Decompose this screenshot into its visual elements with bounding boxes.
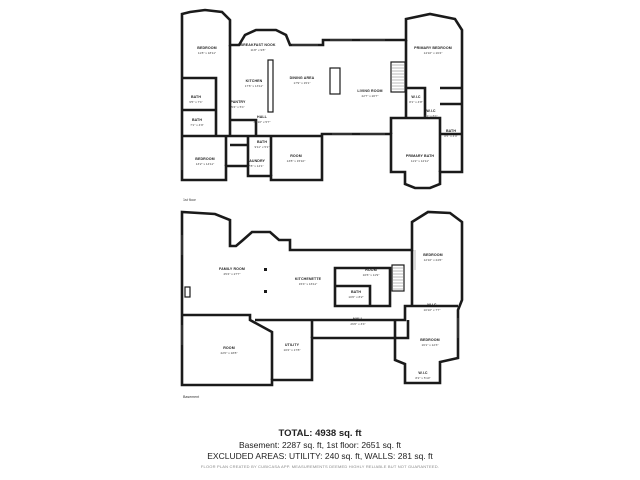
room-label: BEDROOM: [197, 46, 216, 50]
room-dims: 37'10" x 5'7": [254, 120, 271, 124]
room-label: BATH: [191, 95, 201, 99]
room-label: BREAKFAST NOOK: [240, 43, 275, 47]
room-dims: 17'6" x 13'11": [245, 84, 263, 88]
room-dims: 8'5" x 4'9": [444, 134, 458, 138]
room-dims: 7'1" x 4'9": [190, 123, 204, 127]
room-dims: 8'2" x 5'10": [415, 376, 430, 380]
room-label: W.I.C: [427, 303, 437, 307]
room-label: PANTRY: [231, 100, 246, 104]
room-dims: 8'1" x 4'8": [409, 100, 423, 104]
room-label: W.I.C: [411, 95, 421, 99]
room-dims: 15'4" x 16'11": [299, 282, 317, 286]
basement-interior-walls: [182, 250, 458, 380]
room-label: HALL: [353, 317, 364, 321]
room-label: BATH: [446, 129, 456, 133]
total-label: TOTAL:: [278, 428, 313, 439]
disclaimer: FLOOR PLAN CREATED BY CUBICASA APP. MEAS…: [200, 464, 440, 469]
room-dims: 7'8" x 14'1": [248, 164, 263, 168]
room-label: W.I.C: [426, 109, 436, 113]
room-label: HALL: [257, 115, 268, 119]
total-value: 4938 sq. ft: [315, 428, 362, 439]
room-label: LAUNDRY: [247, 159, 266, 163]
dining-table: [329, 67, 341, 95]
room-dims: 26'0" x 3'4": [350, 322, 365, 326]
basement-stairs: [391, 264, 405, 292]
room-dims: 12'10" x 24'6": [424, 258, 443, 262]
room-label: ROOM: [365, 268, 377, 272]
room-dims: 9'5" x 7'1": [189, 100, 203, 104]
room-dims: 10'6" x 11'9": [363, 273, 380, 277]
room-label: DINING AREA: [290, 76, 315, 80]
room-label: FAMILY ROOM: [219, 267, 245, 271]
room-label: W.I.C: [418, 371, 428, 375]
room-dims: 11'8" x 9'8": [250, 48, 265, 52]
room-dims: 5'4" x 5'1": [231, 105, 245, 109]
first-floor-label: 1st floor: [183, 198, 197, 202]
basement-plan: [180, 210, 464, 387]
kitchen-island: [267, 59, 274, 113]
basement-columns: [184, 268, 267, 298]
room-dims: 9'11" x 5'1": [254, 145, 269, 149]
room-label: PRIMARY BEDROOM: [414, 46, 452, 50]
first-floor-interior-walls: [182, 40, 462, 176]
room-dims: 11'8" x 18'11": [198, 51, 216, 55]
room-dims: 14'10" x 16'4": [424, 51, 443, 55]
room-dims: 22'7" x 20'7": [362, 94, 379, 98]
floor-area-breakdown: Basement: 2287 sq. ft, 1st floor: 2651 s…: [238, 440, 402, 450]
room-label: BATH: [351, 290, 361, 294]
first-floor-windows: [181, 39, 385, 170]
room-label: BEDROOM: [195, 157, 214, 161]
first-floor-outer-wall: [180, 8, 464, 190]
basement-label: Basement: [183, 395, 199, 399]
room-dims: 10'10" x 7'7": [424, 308, 441, 312]
room-label: LIVING ROOM: [357, 89, 382, 93]
room-label: ROOM: [290, 154, 302, 158]
room-dims: 13'2" x 14'11": [196, 162, 214, 166]
basement-windows: [181, 235, 459, 345]
room-dims: 22'0" x 18'8": [221, 351, 238, 355]
room-label: UTILITY: [285, 343, 300, 347]
first-floor-plan: [180, 8, 464, 190]
basement-room-labels: FAMILY ROOM 25'4" x 27'7" KITCHENETTE 15…: [219, 253, 443, 380]
first-floor-room-labels: BEDROOM 11'8" x 18'11" BREAKFAST NOOK 11…: [189, 43, 458, 168]
basement-outer-wall: [180, 210, 464, 387]
room-dims: 10'0" x 8'2": [348, 295, 363, 299]
room-label: BEDROOM: [420, 338, 439, 342]
room-dims: 25'4" x 27'7": [224, 272, 241, 276]
first-floor-stairs: [390, 61, 406, 93]
room-dims: 11'2" x 12'11": [411, 159, 429, 163]
room-label: BATH: [192, 118, 202, 122]
total-area: TOTAL: 4938 sq. ft: [0, 428, 640, 439]
room-dims: 17'9" x 15'1": [294, 81, 311, 85]
room-dims: 8'1" x 6'1": [424, 114, 438, 118]
room-label: PRIMARY BATH: [406, 154, 435, 158]
room-label: KITCHEN: [246, 79, 263, 83]
room-label: BATH: [257, 140, 267, 144]
room-dims: 10'2" x 17'8": [284, 348, 301, 352]
room-dims: 13'8" x 15'10": [287, 159, 306, 163]
room-label: KITCHENETTE: [295, 277, 322, 281]
room-label: BEDROOM: [423, 253, 442, 257]
room-label: ROOM: [223, 346, 235, 350]
room-dims: 16'1" x 12'3": [422, 343, 439, 347]
excluded-areas: EXCLUDED AREAS: UTILITY: 240 sq. ft, WAL…: [207, 451, 433, 461]
